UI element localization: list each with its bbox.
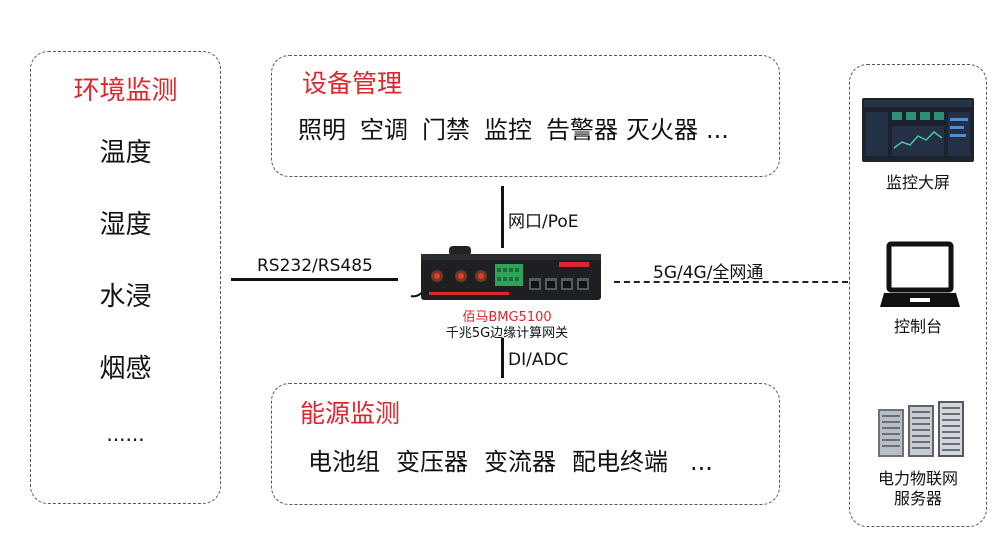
env-item-humidity: 湿度 (99, 210, 152, 240)
server-label-line2: 服务器 (893, 489, 942, 508)
link-left-line (231, 278, 398, 281)
monitor-screen-icon (862, 98, 974, 162)
device-item-ac: 空调 (360, 116, 408, 144)
env-item-more: ...... (106, 422, 145, 446)
link-top-line (501, 186, 504, 248)
energy-items: 电池组变压器变流器配电终端... (308, 442, 727, 477)
energy-monitor-title: 能源监测 (300, 399, 401, 428)
energy-item-converter: 变流器 (484, 448, 556, 476)
edge-gateway-device (410, 246, 601, 300)
device-mgmt-title: 设备管理 (302, 69, 403, 98)
energy-item-battery: 电池组 (308, 448, 380, 476)
energy-monitor-panel: 能源监测 电池组变压器变流器配电终端... (271, 383, 780, 505)
device-item-alarm: 告警器 (546, 116, 618, 144)
platform-panel: 监控大屏 控制台 电力物联网 服务器 (849, 64, 987, 527)
laptop-console-icon (880, 241, 960, 307)
device-item-surveillance: 监控 (484, 116, 532, 144)
energy-item-transformer: 变压器 (396, 448, 468, 476)
env-item-smoke: 烟感 (99, 354, 152, 384)
device-items: 照明空调门禁监控告警器灭火器... (298, 110, 743, 145)
env-item-water-leak: 水浸 (99, 282, 152, 312)
server-label-line1: 电力物联网 (877, 469, 958, 488)
link-top-label: 网口/PoE (508, 212, 579, 232)
link-right-label: 5G/4G/全网通 (653, 263, 764, 283)
device-item-lighting: 照明 (298, 116, 346, 144)
device-item-extinguisher: 灭火器 (626, 116, 698, 144)
energy-item-more: ... (690, 448, 713, 476)
link-right-line (614, 281, 848, 283)
link-bottom-label: DI/ADC (508, 350, 569, 370)
gateway-description: 千兆5G边缘计算网关 (445, 326, 569, 341)
gateway-name: 佰马BMG5100 (462, 310, 552, 325)
device-mgmt-panel: 设备管理 照明空调门禁监控告警器灭火器... (271, 55, 780, 177)
device-item-access: 门禁 (422, 116, 470, 144)
env-monitor-panel: 环境监测 温度 湿度 水浸 烟感 ...... (30, 51, 221, 504)
monitor-screen-label: 监控大屏 (885, 173, 950, 192)
console-label: 控制台 (893, 317, 942, 336)
env-monitor-title: 环境监测 (73, 76, 178, 106)
device-item-more: ... (706, 116, 729, 144)
server-rack-icon (878, 401, 964, 457)
energy-item-distribution: 配电终端 (572, 448, 668, 476)
link-bottom-line (501, 338, 504, 378)
env-item-temperature: 温度 (99, 138, 152, 168)
link-left-label: RS232/RS485 (257, 256, 373, 276)
